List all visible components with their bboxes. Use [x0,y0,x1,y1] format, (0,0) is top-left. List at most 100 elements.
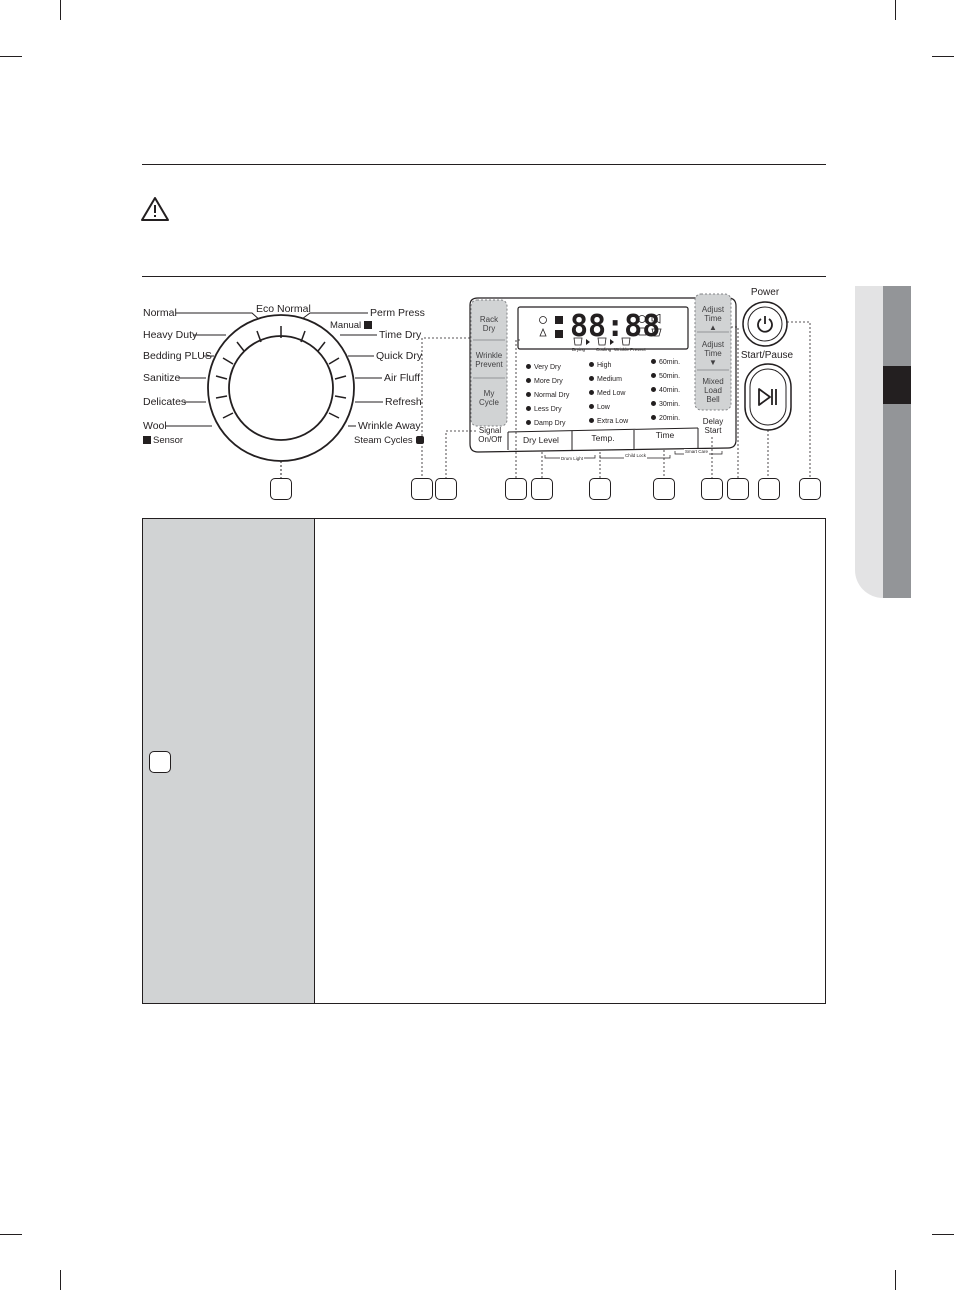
my-cycle-button[interactable]: My Cycle [478,389,499,407]
dial-label-delicates: Delicates [143,396,187,408]
indicator-dot [651,387,656,392]
callout-box [411,478,433,500]
manual-label: Manual [330,320,362,331]
indicator-dot [589,404,594,409]
child-lock-label: Child Lock [624,453,648,459]
power-icon [757,316,773,333]
temp-option: Med Low [589,389,625,398]
lcd-progress-icons [573,337,631,346]
lcd-status-icons [539,316,563,338]
dry-level-option: Normal Dry [526,391,569,400]
mixed-load-bell-button[interactable]: Mixed Load Bell [702,377,724,404]
start-pause-button[interactable] [745,364,791,430]
control-panel-diagram: Normal Heavy Duty Bedding PLUS Sanitize … [0,0,954,520]
adjust-time-up-button[interactable]: Adjust Time ▲ [701,305,725,332]
start-pause-label: Start/Pause [740,350,794,361]
temp-option: Low [589,403,610,412]
top-rule [142,164,826,165]
indicator-dot [651,401,656,406]
power-button[interactable] [743,302,787,346]
description-table [142,518,826,1004]
callout-box [505,478,527,500]
lcd-right-icons [638,314,662,337]
indicator-dot [526,420,531,425]
adjust-time-down-button[interactable]: Adjust Time ▼ [701,340,725,367]
crop-mark [895,1270,896,1290]
dry-level-option: Very Dry [526,363,561,372]
indicator-dot [651,415,656,420]
option-label: Normal Dry [534,392,570,399]
table-description-column [315,519,825,1003]
option-label: Low [597,404,610,411]
indicator-dot [589,362,594,367]
smart-care-label: Smart Care [684,449,710,455]
option-label: Very Dry [534,364,561,371]
dial-label-steam-cycles: Steam Cycles [354,435,424,447]
time-option: 60min. [651,358,680,367]
option-label: Extra Low [597,418,629,425]
dry-level-option: Damp Dry [526,419,566,428]
callout-box [435,478,457,500]
dial-label-bedding-plus: Bedding PLUS [143,350,212,362]
callout-box [653,478,675,500]
indicator-dot [651,373,656,378]
callout-box [531,478,553,500]
option-label: 50min. [659,373,681,380]
signal-on-off-button[interactable]: Signal On/Off [478,426,502,444]
crop-mark [60,0,61,20]
dial-label-eco-normal: Eco Normal [256,303,311,315]
rack-dry-button[interactable]: Rack Dry [479,315,499,333]
temp-option: Medium [589,375,622,384]
indicator-dot [589,390,594,395]
callout-box [799,478,821,500]
indicator-dot [589,418,594,423]
side-tab [883,286,911,598]
lcd-digits: 88:88 [570,309,661,344]
dry-level-option: Less Dry [526,405,562,414]
lcd-label-drying: Drying [572,347,586,352]
indicator-dot [651,359,656,364]
lcd-label-cooling: Cooling [596,347,612,352]
dial-label-sanitize: Sanitize [143,372,181,384]
warning-icon [141,197,169,221]
option-label: 20min. [659,415,681,422]
time-button[interactable]: Time [655,430,675,440]
time-option: 30min. [651,400,680,409]
dial-label-quick-dry: Quick Dry [376,350,423,362]
side-tab-background [855,286,883,598]
section-rule [142,276,826,277]
wrinkle-prevent-button[interactable]: Wrinkle Prevent [475,351,503,369]
crop-mark [60,1270,61,1290]
table-label-column [143,519,315,1003]
callout-box [758,478,780,500]
temp-option: Extra Low [589,417,628,426]
temp-button[interactable]: Temp. [591,433,615,443]
dry-level-button[interactable]: Dry Level [523,435,559,445]
option-label: Damp Dry [534,420,566,427]
side-tab-marker [883,366,911,404]
dial-label-wool: Wool [143,420,167,432]
indicator-dot [526,364,531,369]
indicator-dot [526,378,531,383]
crop-mark [895,0,896,20]
indicator-dot [526,406,531,411]
option-label: 40min. [659,387,681,394]
crop-mark [932,56,954,57]
crop-mark [0,1234,22,1235]
sensor-icon [143,436,151,444]
dial-label-air-fluff: Air Fluff [384,372,420,384]
option-label: More Dry [534,378,563,385]
power-label: Power [750,287,780,298]
manual-icon [364,321,373,329]
callout-box [701,478,723,500]
callout-box [149,751,171,773]
dial-label-refresh: Refresh [385,396,422,408]
delay-start-button[interactable]: Delay Start [702,417,724,435]
dial-graphic [166,293,811,478]
dial-label-time-dry: Time Dry [379,329,422,341]
crop-mark [932,1234,954,1235]
option-label: Med Low [597,390,626,397]
steam-cycles-label: Steam Cycles [354,435,413,446]
steam-icon [415,436,424,444]
time-option: 20min. [651,414,680,423]
